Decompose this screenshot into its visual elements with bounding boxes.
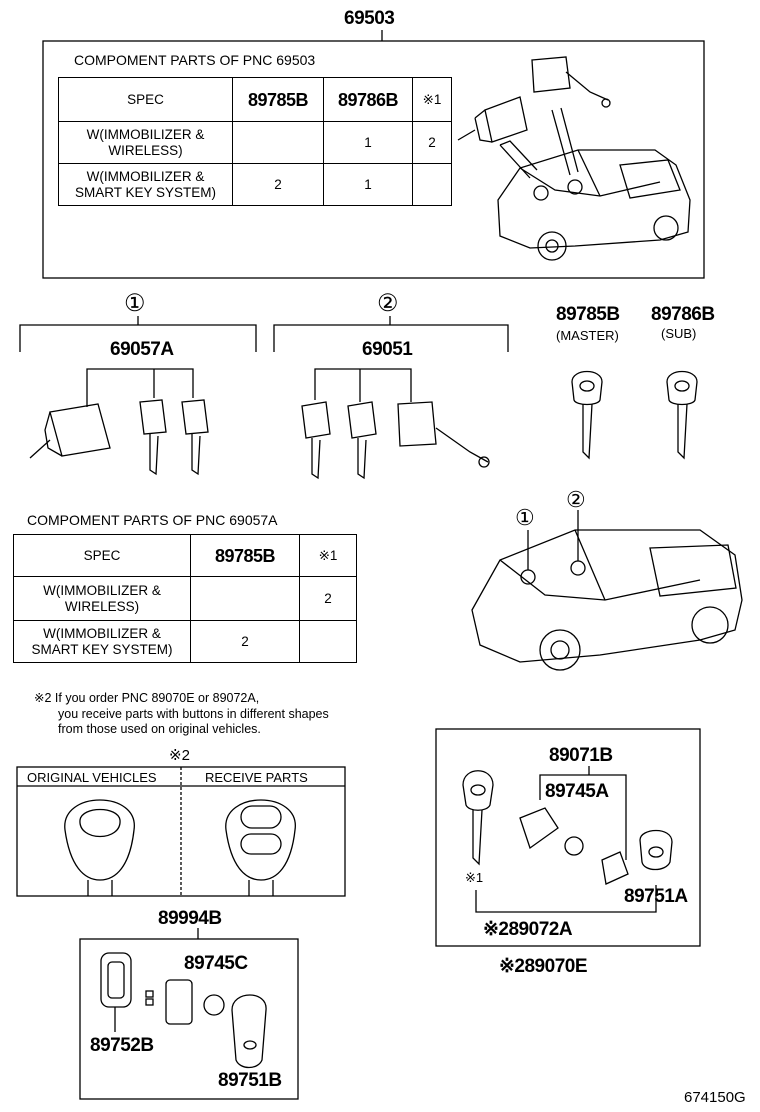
mid-car-marker1: ① bbox=[515, 505, 535, 530]
original-fob-drawing bbox=[64, 799, 135, 896]
group1-marker: ① bbox=[124, 290, 146, 317]
table-row: W(IMMOBILIZER & WIRELESS) 1 2 bbox=[58, 121, 452, 164]
table-cell: W(IMMOBILIZER & SMART KEY SYSTEM) bbox=[58, 163, 233, 206]
group2-pnc: 69051 bbox=[362, 339, 413, 360]
part-89745a: 89745A bbox=[545, 781, 609, 802]
table-header: SPEC bbox=[58, 77, 233, 122]
table-header: ※1 bbox=[299, 534, 357, 577]
part-89071b: 89071B bbox=[549, 745, 613, 766]
sub-key-pnc: 89786B bbox=[651, 304, 715, 325]
table-header: 89785B bbox=[190, 534, 300, 577]
mid-caption: COMPOMENT PARTS OF PNC 69057A bbox=[27, 512, 278, 528]
table-cell bbox=[412, 163, 452, 206]
key-mark: ※1 bbox=[465, 870, 484, 885]
sub-key-drawing bbox=[666, 370, 698, 460]
compare-mark: ※2 bbox=[169, 747, 190, 764]
table-cell: 2 bbox=[232, 163, 324, 206]
group2-parts-drawing bbox=[301, 401, 490, 480]
part-89752b: 89752B bbox=[90, 1035, 154, 1056]
bottom-left-pnc: 89994B bbox=[158, 908, 222, 929]
top-box-frame bbox=[42, 40, 705, 279]
table-cell bbox=[299, 620, 357, 663]
footer-code: 674150G bbox=[684, 1089, 746, 1106]
part-89745c: 89745C bbox=[184, 953, 248, 974]
part-89751a: 89751A bbox=[624, 886, 688, 907]
note-line2: you receive parts with buttons in differ… bbox=[58, 707, 329, 721]
note-line1: ※2 If you order PNC 89070E or 89072A, bbox=[34, 691, 260, 705]
master-key-drawing bbox=[571, 370, 603, 460]
group2-bracket bbox=[273, 324, 509, 352]
bottom-right-box-frame bbox=[435, 728, 701, 947]
master-key-note: (MASTER) bbox=[556, 328, 619, 343]
mid-parts-table: SPEC 89785B ※1 W(IMMOBILIZER & WIRELESS)… bbox=[13, 534, 357, 663]
table-row: W(IMMOBILIZER & SMART KEY SYSTEM) 2 1 bbox=[58, 163, 452, 206]
table-cell bbox=[190, 576, 300, 621]
table-cell bbox=[232, 121, 324, 164]
compare-original-label: ORIGINAL VEHICLES bbox=[27, 770, 157, 785]
top-caption: COMPOMENT PARTS OF PNC 69503 bbox=[74, 52, 316, 68]
receive-fob-drawing bbox=[225, 799, 296, 896]
table-header: 89785B bbox=[232, 77, 324, 122]
table-row: W(IMMOBILIZER & SMART KEY SYSTEM) 2 bbox=[13, 620, 357, 663]
bottom-right-set-bracket bbox=[475, 885, 657, 913]
bottom-left-parts-drawing bbox=[100, 952, 267, 1069]
top-car-drawing bbox=[497, 107, 691, 261]
mid-car-marker2: ② bbox=[566, 487, 586, 512]
group1-pnc: 69057A bbox=[110, 339, 174, 360]
table-header: ※1 bbox=[412, 77, 452, 122]
master-key-pnc: 89785B bbox=[556, 304, 620, 325]
part-89070e: ※289070E bbox=[499, 956, 588, 977]
group2-marker: ② bbox=[377, 290, 399, 317]
table-cell: W(IMMOBILIZER & SMART KEY SYSTEM) bbox=[13, 620, 191, 663]
bottom-right-bracket bbox=[539, 774, 627, 860]
mid-car-drawing bbox=[471, 510, 743, 671]
top-pnc: 69503 bbox=[344, 8, 395, 29]
table-cell: 2 bbox=[299, 576, 357, 621]
table-row: W(IMMOBILIZER & WIRELESS) 2 bbox=[13, 576, 357, 621]
top-parts-drawing bbox=[457, 56, 611, 143]
table-cell: 1 bbox=[323, 121, 413, 164]
part-89072a: ※289072A bbox=[483, 919, 573, 940]
group2-leaders bbox=[314, 368, 412, 402]
table-cell: 2 bbox=[190, 620, 300, 663]
table-cell: 1 bbox=[323, 163, 413, 206]
part-89751b: 89751B bbox=[218, 1070, 282, 1091]
group1-parts-drawing bbox=[29, 399, 209, 476]
table-cell: W(IMMOBILIZER & WIRELESS) bbox=[13, 576, 191, 621]
table-header: 89786B bbox=[323, 77, 413, 122]
group1-leaders bbox=[86, 368, 194, 407]
top-parts-table: SPEC 89785B 89786B ※1 W(IMMOBILIZER & WI… bbox=[58, 77, 452, 206]
sub-key-note: (SUB) bbox=[661, 326, 697, 341]
table-header: SPEC bbox=[13, 534, 191, 577]
compare-receive-label: RECEIVE PARTS bbox=[205, 770, 308, 785]
bottom-right-parts-drawing bbox=[462, 770, 673, 885]
note-line3: from those used on original vehicles. bbox=[58, 722, 261, 736]
table-cell: 2 bbox=[412, 121, 452, 164]
bottom-left-box-frame bbox=[79, 938, 299, 1100]
table-cell: W(IMMOBILIZER & WIRELESS) bbox=[58, 121, 233, 164]
